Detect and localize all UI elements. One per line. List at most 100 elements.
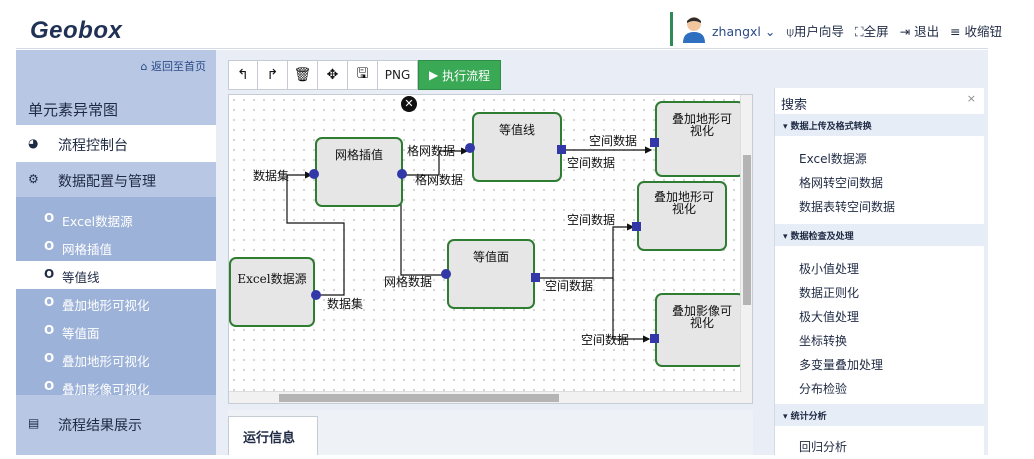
main-area: ↰ ↱ 🗑 ✥ 🖫 PNG ▶ 执行流程 (216, 50, 988, 455)
caret-down-icon: ▾ (783, 122, 788, 132)
group-header[interactable]: ▾ 数据上传及格式转换 (775, 114, 985, 136)
edge-label: 空间数据 (545, 279, 594, 293)
tool-item[interactable]: 多变量叠加处理 (799, 358, 884, 372)
tool-item[interactable]: 数据正则化 (799, 286, 860, 300)
sidebar-item-console[interactable]: ◕ 流程控制台 (16, 126, 216, 162)
edge-label: 数据集 (253, 169, 290, 183)
node-imagery[interactable]: 叠加影像可视化 (655, 293, 745, 367)
group-header[interactable]: ▾ 统计分析 (775, 404, 985, 426)
port-input[interactable] (441, 269, 451, 279)
user-guide-link[interactable]: ⍦用户向导 (786, 21, 844, 40)
submenu-label: 叠加地形可视化 (62, 354, 150, 369)
avatar-icon[interactable] (681, 15, 707, 43)
edge-label: 格网数据 (407, 144, 456, 158)
list-icon: ▤ (28, 416, 40, 430)
port-output[interactable] (311, 290, 321, 300)
horizontal-scrollbar[interactable] (229, 391, 742, 403)
logout-button[interactable]: ⇥ 退出 (900, 21, 939, 40)
circle-icon: O (44, 295, 55, 309)
vertical-scrollbar[interactable] (740, 95, 752, 403)
port-input[interactable] (632, 222, 641, 231)
node-label: 叠加地形可视化 (653, 190, 714, 216)
circle-icon: O (44, 239, 55, 253)
submenu-label: 网格插值 (62, 242, 113, 257)
tool-item[interactable]: 数据表转空间数据 (799, 200, 896, 214)
user-menu[interactable]: zhangxl ⌄ (712, 24, 775, 39)
submenu-label: 等值面 (62, 326, 100, 341)
submenu-item[interactable]: O 叠加地形可视化 (16, 345, 216, 373)
tool-item[interactable]: 分布检验 (799, 382, 848, 396)
edge-grid-surface (400, 179, 445, 276)
node-terrain-1[interactable]: 叠加地形可视化 (655, 101, 745, 177)
tool-item[interactable]: 坐标转换 (799, 334, 848, 348)
group-title: 数据检查及处理 (790, 232, 854, 242)
trash-icon: 🗑 (293, 67, 312, 83)
submenu-item[interactable]: O 网格插值 (16, 233, 216, 261)
cogs-icon: ⚙ (28, 172, 39, 186)
submenu-item[interactable]: O 叠加地形可视化 (16, 289, 216, 317)
chevron-down-icon: ⌄ (764, 24, 776, 39)
sidebar-item-data-config[interactable]: ⚙ 数据配置与管理 (16, 162, 216, 198)
port-input[interactable] (465, 143, 475, 153)
export-png-button[interactable]: PNG (378, 60, 418, 90)
port-input[interactable] (650, 138, 659, 147)
logout-icon: ⇥ (899, 24, 911, 39)
user-guide-label: 用户向导 (793, 24, 844, 39)
redo-button[interactable]: ↱ (258, 60, 288, 90)
username: zhangxl (712, 24, 761, 39)
back-home-label: 返回至首页 (151, 60, 206, 73)
save-button[interactable]: 🖫 (348, 60, 378, 90)
tool-item[interactable]: 极小值处理 (799, 262, 860, 276)
back-home-link[interactable]: ⌂ 返回至首页 (141, 58, 206, 74)
run-flow-button[interactable]: ▶ 执行流程 (418, 60, 502, 90)
tool-item[interactable]: Excel数据源 (799, 152, 867, 166)
tool-item[interactable]: 极大值处理 (799, 310, 860, 324)
tab-run-info[interactable]: 运行信息 (228, 416, 318, 455)
delete-button[interactable]: 🗑 (288, 60, 318, 90)
close-icon[interactable]: × (966, 92, 976, 105)
circle-icon: O (44, 267, 55, 281)
collapse-button[interactable]: ≡ 收缩钮 (950, 21, 1002, 40)
flow-canvas[interactable]: ✕ Excel数据源 网格插值 等值线 叠加地形可视化 叠加地形可视化 (228, 94, 753, 404)
port-input[interactable] (309, 169, 319, 179)
node-surface[interactable]: 等值面 (447, 239, 535, 309)
toolbar: ↰ ↱ 🗑 ✥ 🖫 PNG ▶ 执行流程 (228, 60, 502, 90)
port-input[interactable] (650, 334, 659, 343)
node-label: 叠加地形可视化 (671, 112, 732, 138)
edge-grid-contour (405, 147, 469, 176)
group-header[interactable]: ▾ 数据检查及处理 (775, 224, 985, 246)
node-excel[interactable]: Excel数据源 (229, 257, 315, 327)
undo-button[interactable]: ↰ (228, 60, 258, 90)
close-icon[interactable]: ✕ (401, 96, 417, 112)
scrollbar-thumb[interactable] (743, 155, 751, 305)
port-output[interactable] (397, 169, 407, 179)
logo[interactable]: Geobox (30, 17, 122, 45)
tool-item[interactable]: 回归分析 (799, 440, 848, 454)
fit-button[interactable]: ✥ (318, 60, 348, 90)
node-label: 等值面 (472, 250, 509, 264)
png-label: PNG (384, 68, 411, 82)
submenu-label: 叠加地形可视化 (62, 298, 150, 313)
sidebar-item-results[interactable]: ▤ 流程结果展示 (16, 406, 216, 442)
node-grid-interpolation[interactable]: 网格插值 (315, 137, 403, 207)
menu-icon: ≡ (950, 24, 961, 39)
fullscreen-label: 全屏 (863, 24, 889, 39)
undo-icon: ↰ (237, 67, 249, 83)
port-output[interactable] (557, 145, 566, 154)
flow-connectors (286, 146, 653, 343)
edge-surface-terrain2 (539, 223, 635, 279)
search-label[interactable]: 搜索 (781, 98, 808, 113)
fullscreen-button[interactable]: ⛶全屏 (855, 21, 889, 40)
node-terrain-2[interactable]: 叠加地形可视化 (637, 181, 727, 251)
node-contour[interactable]: 等值线 (472, 112, 562, 182)
port-output[interactable] (531, 273, 540, 282)
sidebar-item-label: 流程控制台 (58, 138, 128, 154)
tool-item[interactable]: 格网转空间数据 (799, 176, 884, 190)
scrollbar-thumb[interactable] (279, 394, 559, 402)
circle-icon: O (44, 351, 55, 365)
